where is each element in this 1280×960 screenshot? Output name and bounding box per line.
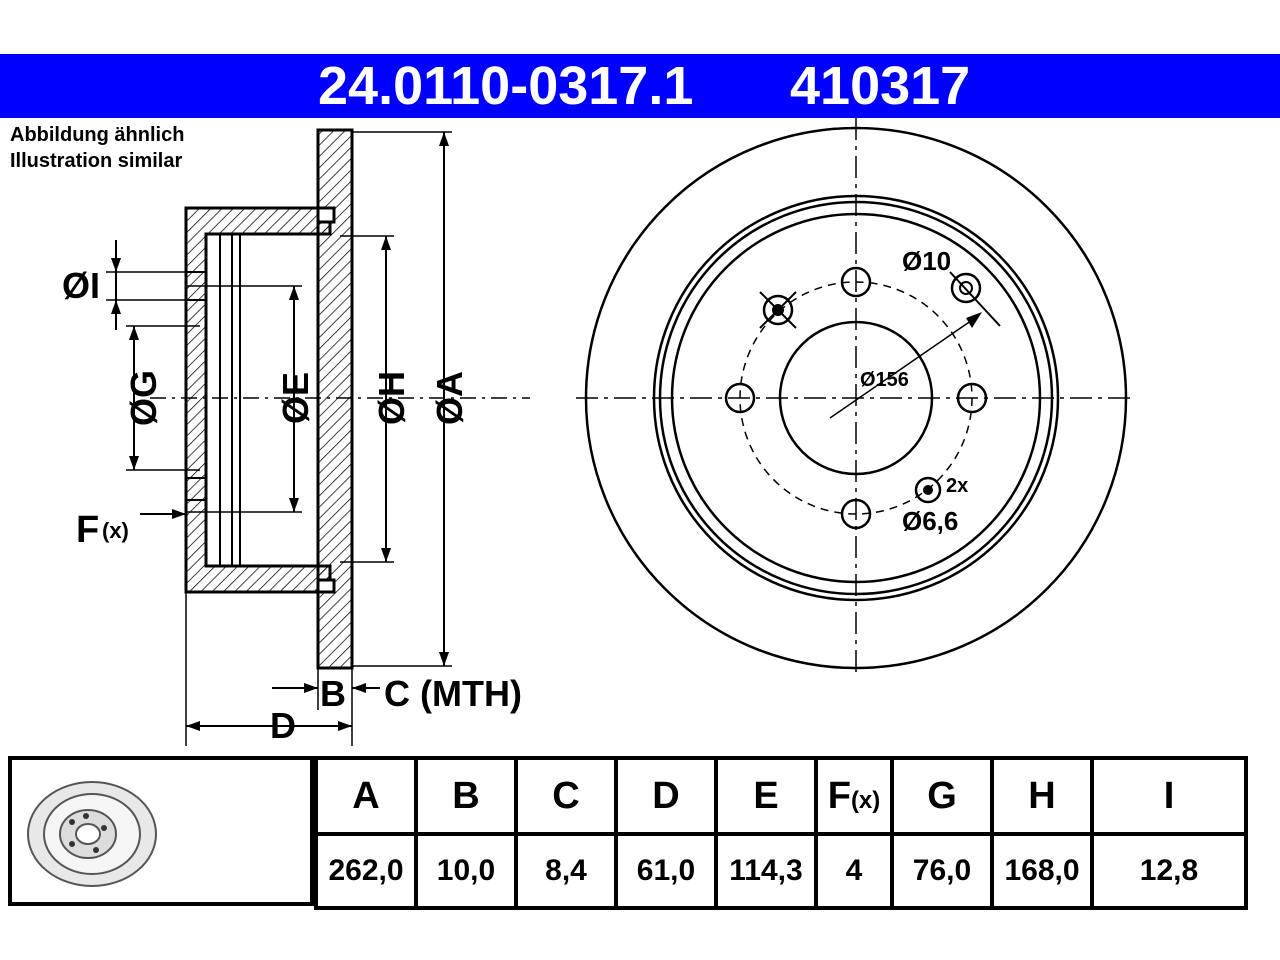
spec-table: A B C D E F(x) G H I 262,0 10,0 8,4 61,0… [8,756,1276,910]
label-dia-g: ØG [123,370,164,426]
value-row: 262,0 10,0 8,4 61,0 114,3 4 76,0 168,0 1… [314,832,1248,910]
header-background [0,54,1280,118]
illustration-note: Abbildung ähnlich Illustration similar [10,122,184,174]
disc-thumbnail-cell [8,756,314,906]
col-header-b: B [414,756,518,836]
note-line-de: Abbildung ähnlich [10,124,185,146]
value-a: 262,0 [314,832,418,910]
col-header-a: A [314,756,418,836]
cross-section-view [106,128,530,746]
value-i: 12,8 [1090,832,1248,910]
value-h: 168,0 [990,832,1094,910]
value-g: 76,0 [890,832,994,910]
hole-6-6 [914,476,942,504]
front-labels: Ø10 Ø156 2x Ø6,6 [860,246,968,536]
col-header-h: H [990,756,1094,836]
col-header-d: D [614,756,718,836]
label-f-sub: (x) [102,518,129,543]
outer-diameter-circle [584,126,1128,670]
hole-10 [950,272,982,304]
label-dia-i: ØI [62,265,100,306]
col-header-g: G [890,756,994,836]
label-dia-h: ØH [371,371,412,425]
col-header-e: E [714,756,818,836]
label-dia-e: ØE [275,372,316,424]
part-number: 24.0110-0317.1 [318,56,694,116]
col-header-c: C [514,756,618,836]
value-c: 8,4 [514,832,618,910]
bolt-hole [724,382,756,414]
col-header-f-sub: (x) [850,786,881,814]
pitch-circle [739,281,973,515]
label-f: F [76,509,99,551]
col-header-i: I [1090,756,1248,836]
value-d: 61,0 [614,832,718,910]
value-e: 114,3 [714,832,818,910]
label-d: D [270,705,296,746]
brake-disc-thumbnail [27,781,157,887]
label-c: C (MTH) [384,673,522,714]
spec-grid: A B C D E F(x) G H I 262,0 10,0 8,4 61,0… [314,756,1248,910]
label-hole-6-6: Ø6,6 [902,506,958,536]
label-dia-a: ØA [429,371,470,425]
dimension-arrows [111,132,449,731]
center-bore [778,320,934,476]
value-f: 4 [814,832,894,910]
friction-ring-section [316,128,354,670]
bolt-hole [840,266,872,298]
section-labels: ØI ØG ØE ØH ØA F (x) B C (MTH) D [62,265,522,746]
col-header-f: F(x) [814,756,894,836]
label-b: B [320,673,346,714]
value-b: 10,0 [414,832,518,910]
header-row: A B C D E F(x) G H I [314,756,1248,836]
technical-drawing: ØI ØG ØE ØH ØA F (x) B C (MTH) D [62,118,1136,746]
pcd-arrow [966,312,982,328]
ref-number: 410317 [790,56,971,116]
note-line-en: Illustration similar [10,150,183,172]
hole-10 [762,294,794,326]
label-hole-10: Ø10 [902,246,951,276]
hat-section [184,206,332,594]
front-view [576,118,1136,678]
bolt-hole [840,498,872,530]
label-count: 2x [946,475,968,497]
col-header-f-letter: F [827,774,851,817]
header-bar: 24.0110-0317.1 410317 [0,54,1280,118]
bolt-hole [956,382,988,414]
label-pcd: Ø156 [860,369,909,391]
